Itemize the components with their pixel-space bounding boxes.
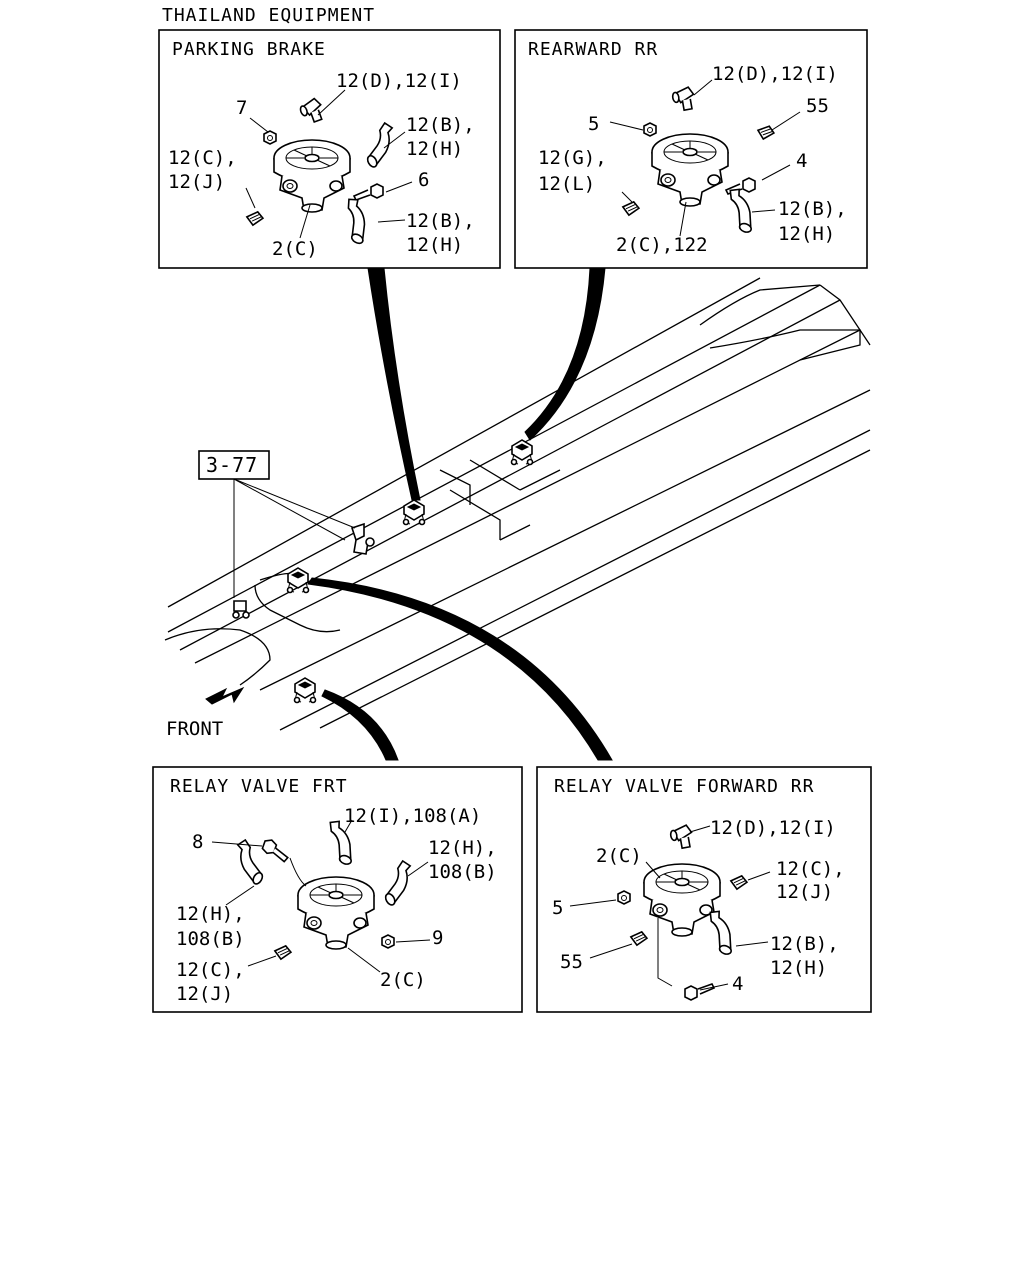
callout: 12(H) (406, 138, 463, 160)
callout: 12(C), (176, 959, 245, 981)
callout: 4 (796, 150, 807, 172)
panel-title: REARWARD RR (528, 39, 658, 60)
panel-relay-valve-frt: RELAY VALVE FRT 12(I),108(A) 8 12(H), 10… (152, 766, 523, 1013)
callout: 12(J) (776, 881, 833, 903)
callout: 2(C) (596, 845, 642, 867)
callout: 12(H) (770, 957, 827, 979)
callout: 6 (418, 169, 429, 191)
callout: 12(J) (168, 171, 225, 193)
nut-5 (617, 890, 631, 905)
valve-location-forward-rr (286, 567, 310, 594)
callout: 12(H) (406, 234, 463, 256)
bolt-8 (261, 839, 289, 863)
callout: 8 (192, 831, 203, 853)
elbow-fitting-top (669, 824, 693, 850)
callout: 108(B) (428, 861, 497, 883)
panel-parking-brake: PARKING BRAKE 12(D),12(I) 7 12(B), 12(H)… (158, 29, 501, 269)
callout: 12(I),108(A) (344, 805, 481, 827)
callout: 12(B), (406, 210, 475, 232)
reference-fitting-a (350, 522, 375, 555)
panel-rearward-rr: REARWARD RR 12(D),12(I) 5 55 12(G), 12(L… (514, 29, 868, 269)
panel-title: RELAY VALVE FRT (170, 776, 348, 797)
callout: 12(L) (538, 173, 595, 195)
leader-sweeps (307, 267, 613, 761)
callout: 12(H), (428, 837, 497, 859)
callout: 12(D),12(I) (710, 817, 836, 839)
callout: 12(D),12(I) (712, 63, 838, 85)
callout: 4 (732, 973, 743, 995)
callout: 12(C), (168, 147, 237, 169)
elbow-fitting-top (671, 86, 695, 112)
callout: 7 (236, 97, 247, 119)
callout: 2(C),122 (616, 234, 708, 256)
callout: 2(C) (272, 238, 318, 260)
callout: 12(J) (176, 983, 233, 1005)
reference-fitting-b (232, 600, 250, 619)
page-title: THAILAND EQUIPMENT (162, 5, 375, 26)
callout: 12(B), (406, 114, 475, 136)
reference-callout: 3-77 (198, 450, 356, 598)
callout: 5 (588, 113, 599, 135)
callout: 5 (552, 897, 563, 919)
reference-callout-text: 3-77 (206, 453, 258, 477)
callout: 55 (560, 951, 583, 973)
nut-5 (643, 122, 657, 137)
callout: 9 (432, 927, 443, 949)
valve-location-parking-brake (402, 499, 426, 526)
front-arrow-icon (205, 686, 245, 705)
callout: 12(H), (176, 903, 245, 925)
callout: 12(B), (770, 933, 839, 955)
callout: 12(G), (538, 147, 607, 169)
panel-title: PARKING BRAKE (172, 39, 326, 60)
callout: 55 (806, 95, 829, 117)
nut-7 (263, 130, 277, 145)
panel-relay-valve-forward-rr: RELAY VALVE FORWARD RR 12(D),12(I) 2(C) … (536, 766, 872, 1013)
elbow-fitting-top (299, 97, 323, 123)
callout: 12(C), (776, 858, 845, 880)
valve-location-relay-frt (293, 677, 317, 704)
valve-location-rearward-rr (510, 439, 534, 466)
callout: 12(D),12(I) (336, 70, 462, 92)
callout: 12(B), (778, 198, 847, 220)
nut-9 (381, 934, 395, 949)
front-label: FRONT (166, 718, 223, 740)
callout: 108(B) (176, 928, 245, 950)
callout: 12(H) (778, 223, 835, 245)
callout: 2(C) (380, 969, 426, 991)
panel-title: RELAY VALVE FORWARD RR (554, 776, 814, 797)
